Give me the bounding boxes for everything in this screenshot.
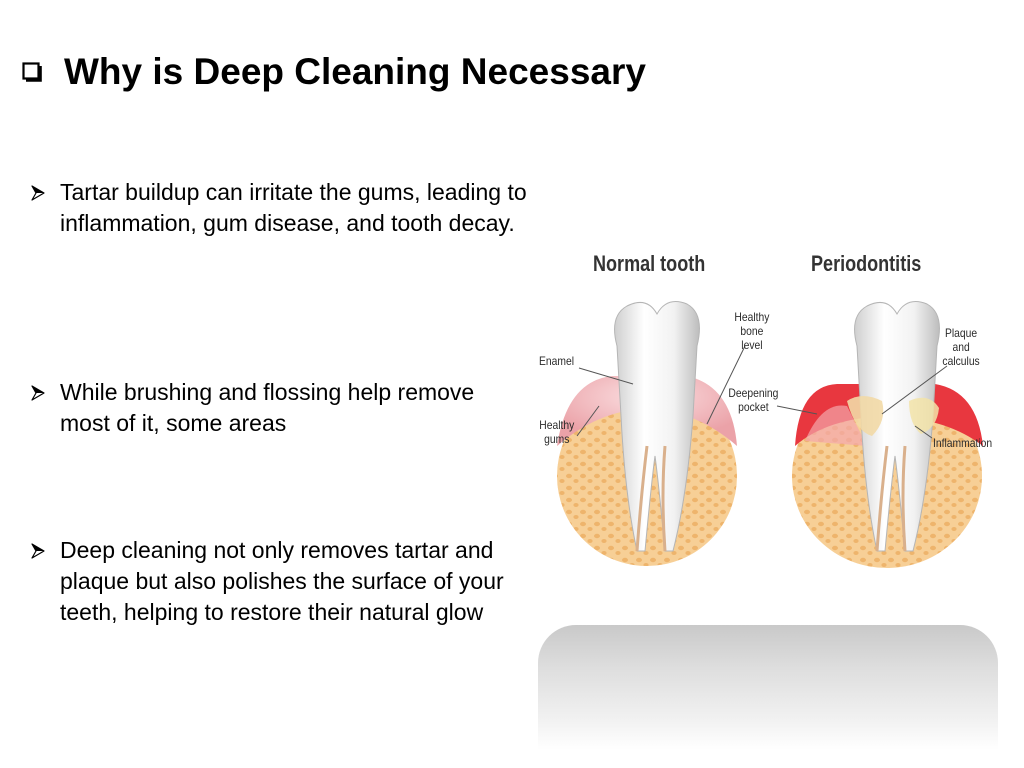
bullet-item: Deep cleaning not only removes tartar an… bbox=[30, 535, 530, 628]
checkbox-square-icon bbox=[22, 62, 42, 82]
bullet-item: Tartar buildup can irritate the gums, le… bbox=[30, 177, 530, 239]
arrowhead-bullet-icon bbox=[31, 543, 45, 559]
normal-tooth-heading: Normal tooth bbox=[593, 251, 706, 276]
inflammation-label: Inflammation bbox=[933, 436, 993, 450]
bullet-text: While brushing and flossing help remove … bbox=[60, 379, 475, 436]
tooth-illustration: Normal tooth Periodontitis Enamel Health… bbox=[537, 196, 999, 616]
arrowhead-bullet-icon bbox=[31, 385, 45, 401]
plaque-and-calculus-label: Plaque and calculus bbox=[942, 326, 980, 368]
normal-tooth-graphic bbox=[557, 301, 737, 566]
bullet-item: While brushing and flossing help remove … bbox=[30, 377, 530, 439]
periodontitis-heading: Periodontitis bbox=[811, 251, 922, 276]
enamel-label: Enamel bbox=[539, 354, 574, 368]
periodontitis-tooth-graphic bbox=[792, 301, 983, 568]
tooth-diagram-svg bbox=[557, 301, 983, 568]
healthy-bone-level-label: Healthy bone level bbox=[734, 310, 770, 352]
deepening-pocket-label: Deepening pocket bbox=[728, 386, 779, 414]
image-reflection bbox=[538, 625, 998, 750]
healthy-gums-label: Healthy gums bbox=[539, 418, 575, 446]
arrowhead-bullet-icon bbox=[31, 185, 45, 201]
page-title: Why is Deep Cleaning Necessary bbox=[64, 51, 646, 92]
title-row: Why is Deep Cleaning Necessary bbox=[22, 50, 646, 94]
bullet-text: Tartar buildup can irritate the gums, le… bbox=[60, 179, 527, 236]
bullet-text: Deep cleaning not only removes tartar an… bbox=[60, 537, 504, 625]
label-pointer-lines bbox=[576, 345, 948, 439]
